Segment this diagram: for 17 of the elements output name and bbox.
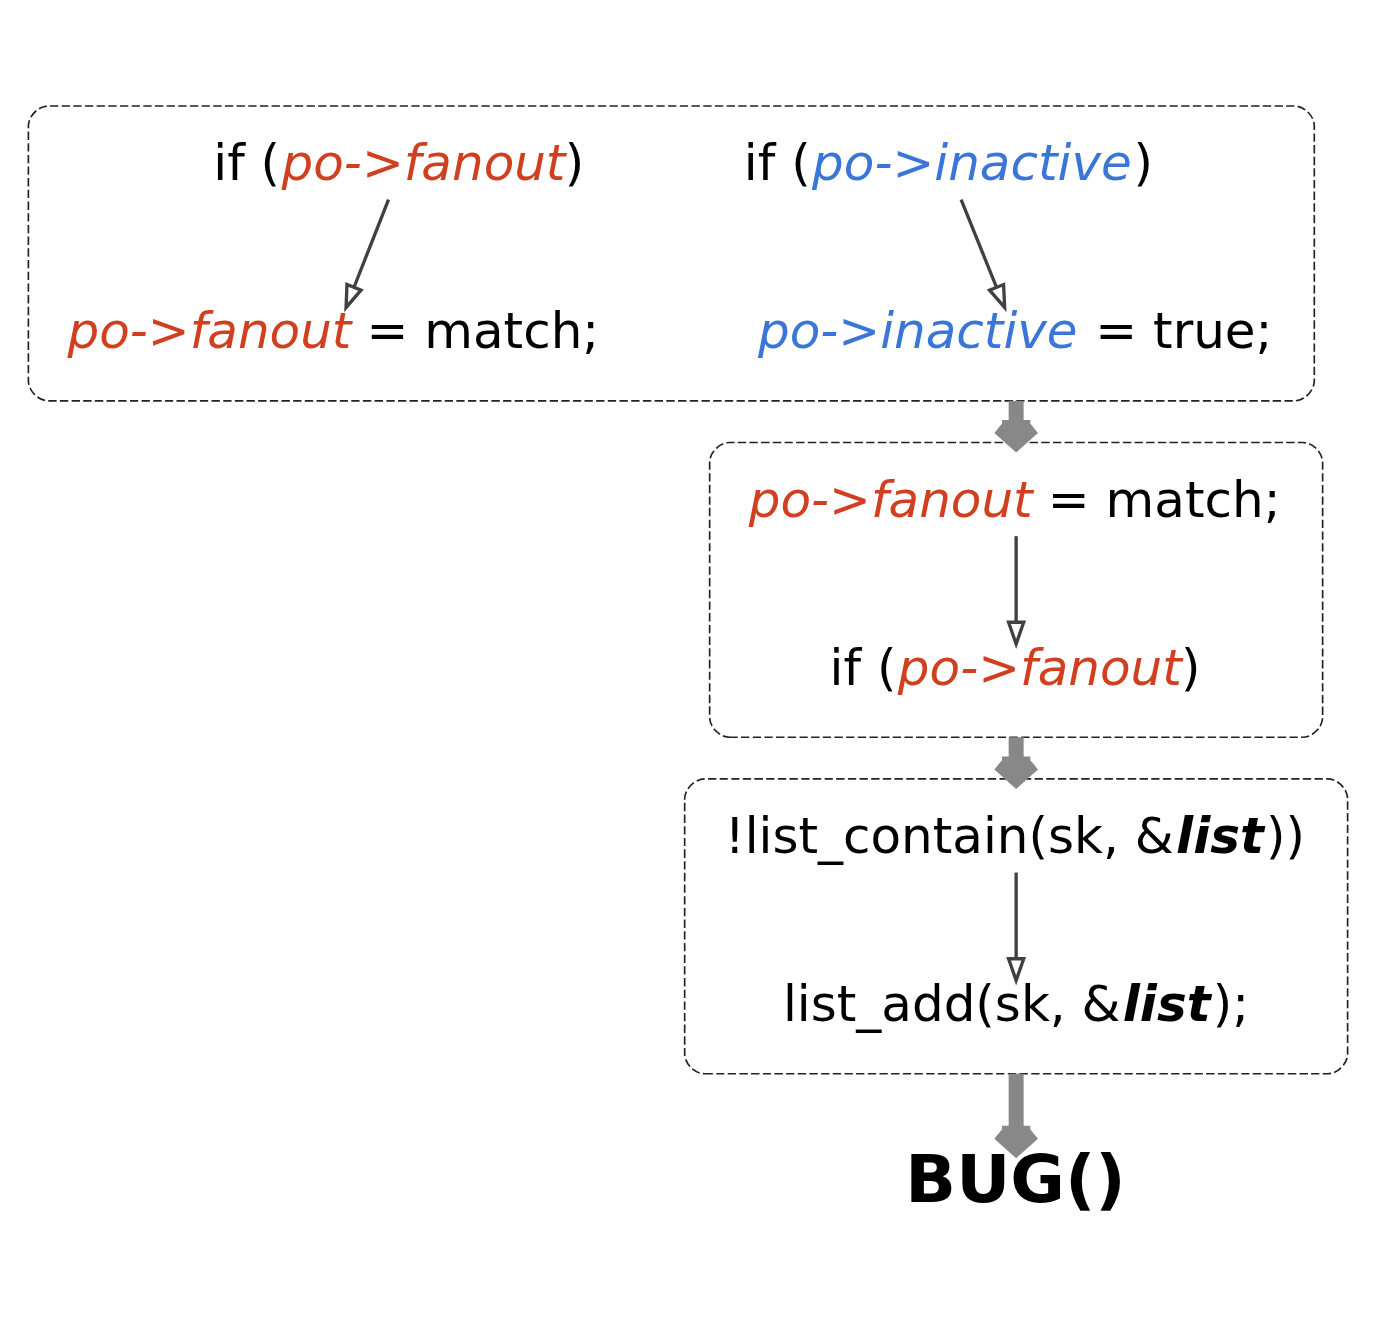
arrow: [991, 737, 1041, 787]
arrow: [1006, 872, 1027, 986]
arrow: [344, 199, 391, 313]
node-text: if (po->fanout): [213, 134, 585, 193]
cluster: [27, 105, 1316, 402]
node-text: if (po->fanout): [829, 638, 1201, 697]
node-text: po->inactive = true;: [757, 302, 1273, 361]
node-text: list_add(sk, &list);: [782, 975, 1250, 1034]
node-text: BUG(): [905, 1140, 1126, 1219]
arrow: [1006, 536, 1027, 649]
cluster: [708, 441, 1324, 739]
node-text: po->fanout = match;: [748, 470, 1281, 529]
arrow: [959, 199, 1007, 313]
node-text: po->fanout = match;: [67, 302, 600, 361]
cluster: [683, 778, 1349, 1075]
node-text: if (po->inactive): [743, 134, 1154, 193]
node-text: !list_contain(sk, &list)): [724, 807, 1305, 866]
